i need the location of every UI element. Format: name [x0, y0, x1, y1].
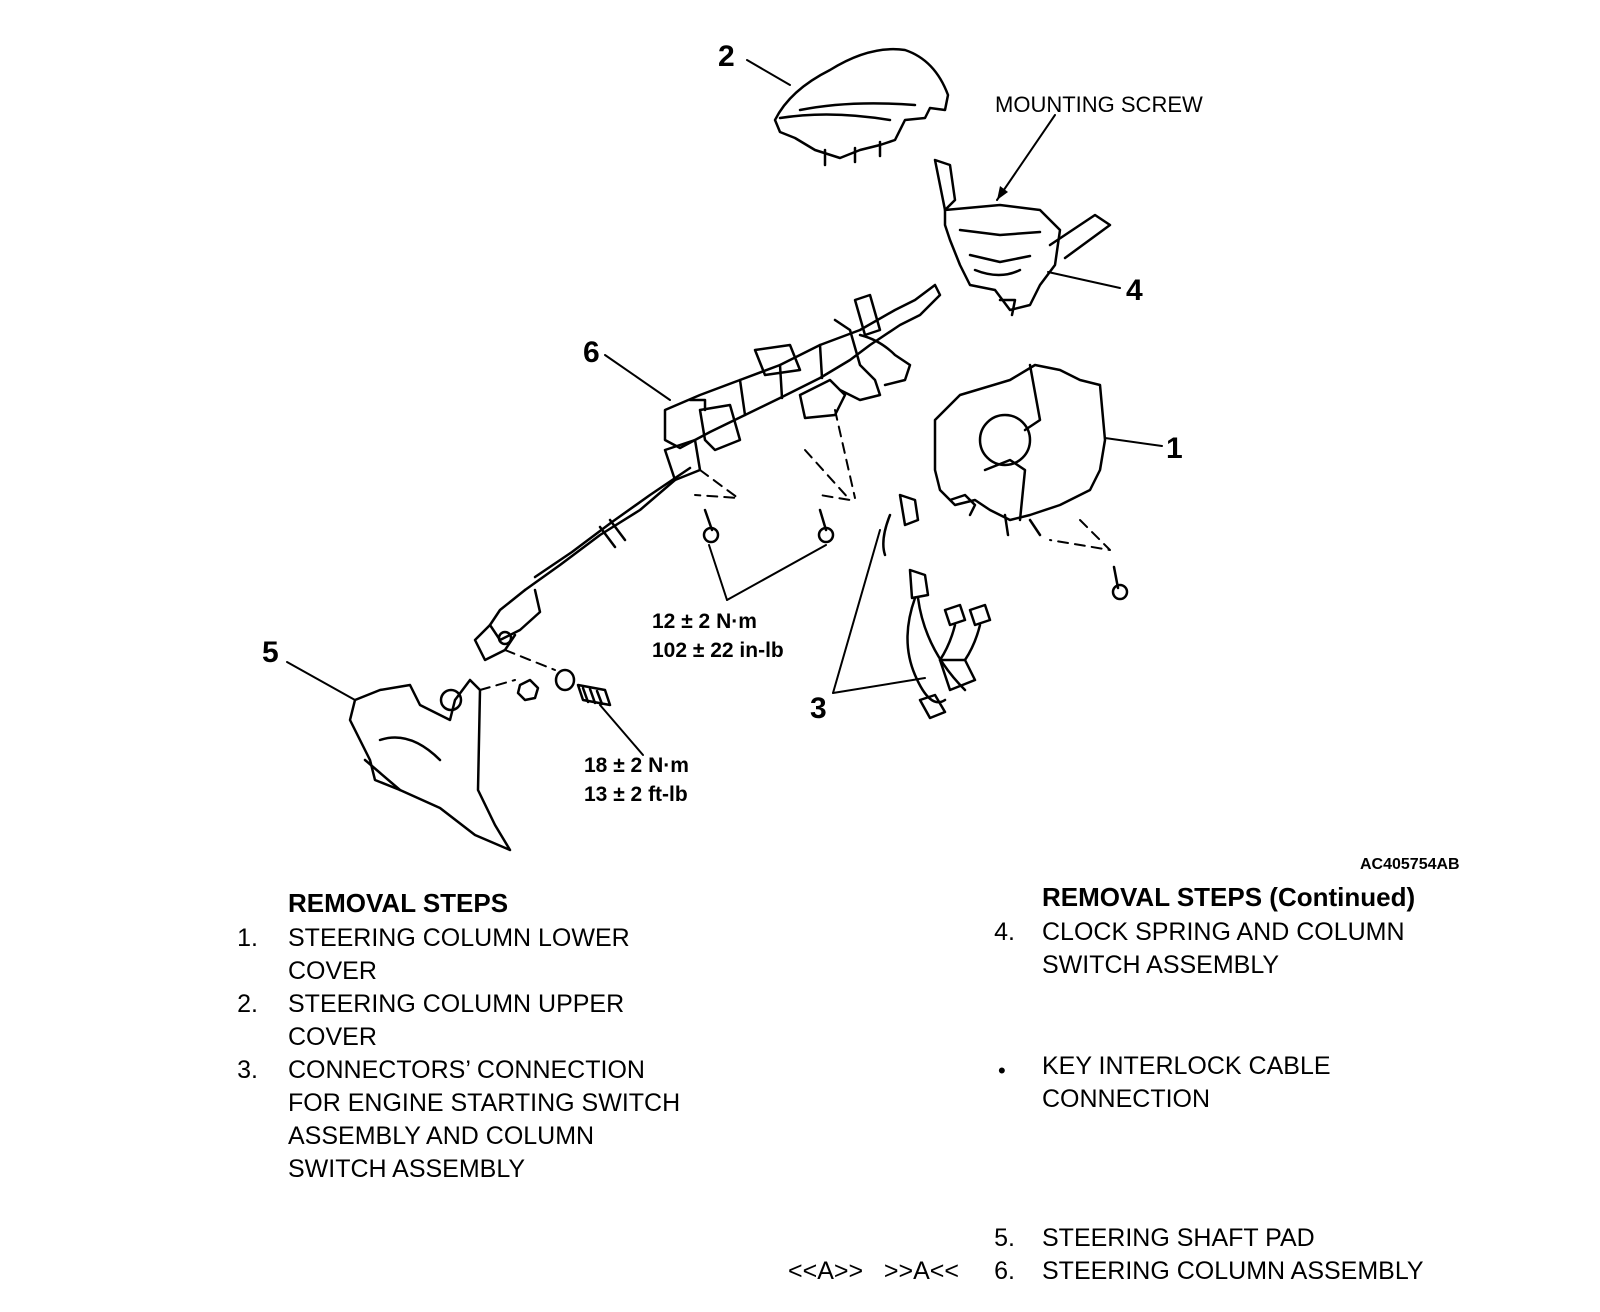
removal-steps-continued-header: REMOVAL STEPS (Continued) — [1042, 882, 1416, 912]
exploded-view-diagram: 2 MOUNTING SCREW 4 6 1 12 ± 2 N·m 102 ± … — [262, 40, 1460, 870]
step-text: ASSEMBLY AND COLUMN — [288, 1122, 595, 1150]
leader-lines — [286, 59, 1163, 756]
column-switch-assembly — [933, 158, 1112, 317]
step-number: 2. — [237, 990, 258, 1018]
assembly-dashed-lines — [479, 409, 1111, 691]
step-text: SWITCH ASSEMBLY — [1042, 951, 1280, 979]
mounting-screw-arrow-icon — [997, 186, 1008, 200]
step-text: COVER — [288, 1023, 377, 1051]
callout-1: 1 — [1166, 432, 1183, 465]
torque-a-line2: 102 ± 22 in-lb — [652, 639, 784, 662]
steering-column-part — [473, 283, 942, 662]
service-marks: <<A>> >>A<< — [788, 1257, 959, 1285]
shaft-pad-part — [348, 678, 512, 852]
torque-a-line1: 12 ± 2 N·m — [652, 610, 757, 633]
figure-id: AC405754AB — [1360, 856, 1460, 870]
callout-5: 5 — [262, 636, 279, 669]
column-bolts — [702, 508, 1129, 601]
step-number: 6. — [994, 1257, 1015, 1285]
upper-cover-part — [773, 48, 950, 167]
removal-steps-header: REMOVAL STEPS — [288, 888, 509, 918]
step-text: STEERING COLUMN ASSEMBLY — [1042, 1257, 1424, 1285]
step-text: KEY INTERLOCK CABLE — [1042, 1052, 1331, 1080]
callout-3: 3 — [810, 692, 827, 725]
connectors-part — [882, 493, 992, 720]
mounting-screw-label: MOUNTING SCREW — [995, 92, 1203, 117]
step-text: CLOCK SPRING AND COLUMN — [1042, 918, 1405, 946]
step-text: SWITCH ASSEMBLY — [288, 1155, 526, 1183]
lower-cover-part — [933, 363, 1107, 537]
torque-b-line1: 18 ± 2 N·m — [584, 754, 689, 777]
step-text: STEERING COLUMN LOWER — [288, 924, 630, 952]
torque-b-line2: 13 ± 2 ft-lb — [584, 783, 688, 806]
step-text: FOR ENGINE STARTING SWITCH — [288, 1089, 681, 1117]
step-text: STEERING COLUMN UPPER — [288, 990, 625, 1018]
callout-6: 6 — [583, 336, 600, 369]
step-text: CONNECTORS’ CONNECTION — [288, 1056, 645, 1084]
step-number: 1. — [237, 924, 258, 952]
callout-4: 4 — [1126, 274, 1143, 307]
step-text: CONNECTION — [1042, 1085, 1211, 1113]
step-text: STEERING SHAFT PAD — [1042, 1224, 1315, 1252]
step-text: COVER — [288, 957, 377, 985]
pad-fasteners — [516, 668, 612, 707]
bullet-icon: • — [998, 1058, 1006, 1083]
step-number: 3. — [237, 1056, 258, 1084]
step-number: 4. — [994, 918, 1015, 946]
callout-2: 2 — [718, 40, 735, 73]
step-number: 5. — [994, 1224, 1015, 1252]
